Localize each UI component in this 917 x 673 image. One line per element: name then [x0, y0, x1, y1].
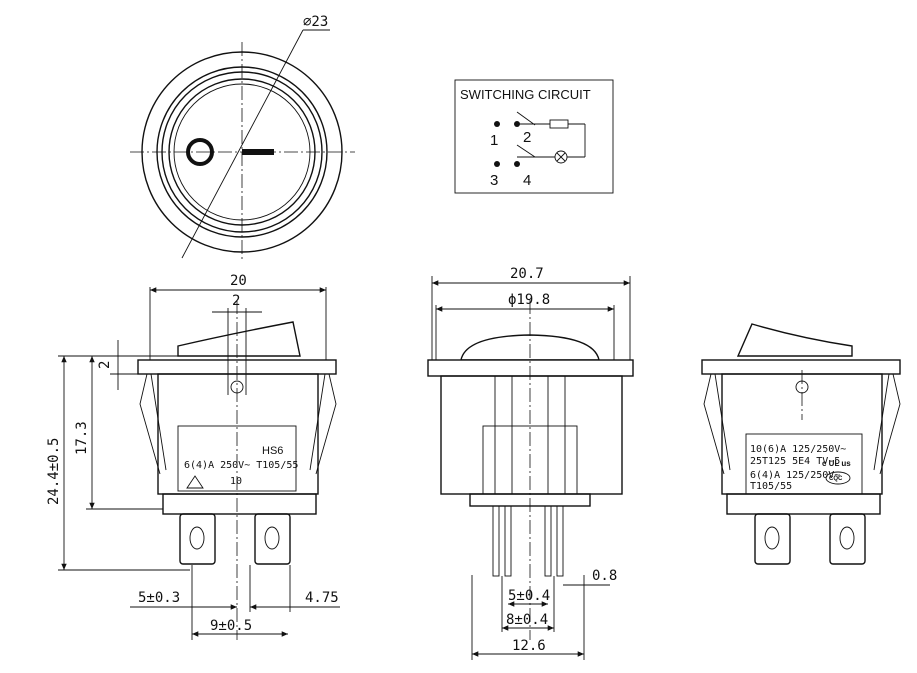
switching-circuit-title: SWITCHING CIRCUIT	[460, 87, 591, 102]
on-symbol	[242, 149, 274, 155]
front-body-height-label: 17.3	[74, 421, 90, 455]
ground-triangle-icon	[186, 475, 204, 489]
front-label-model: HS6	[262, 445, 283, 457]
front-width-label: 20	[230, 273, 247, 289]
side-bezel-width-label: 20.7	[510, 266, 544, 282]
switching-circuit: SWITCHING CIRCUIT 1 2 3 4	[454, 79, 614, 194]
diameter-label: ⌀23	[303, 14, 328, 30]
off-symbol	[186, 138, 214, 166]
terminal-1-label: 1	[490, 132, 498, 149]
side-overall-label: 12.6	[512, 638, 546, 654]
side-pin-pitch-outer-label: 8±0.4	[506, 612, 548, 628]
rear-view: 10(6)A 125/250V~ 25T125 5E4 TV-5 6(4)A 1…	[701, 323, 901, 565]
front-label-mark: 10	[230, 476, 242, 487]
ul-mark-icon: c UL us	[822, 459, 851, 468]
front-tab-width-label: 4.75	[305, 590, 339, 606]
front-pin-width-label: 2	[232, 293, 240, 309]
front-tab-pitch-label: 5±0.3	[138, 590, 180, 606]
terminal-4-label: 4	[523, 172, 531, 189]
rear-label-line2: 25T125 5E4 TV-5	[750, 456, 840, 467]
rear-label-line4: T105/55	[750, 481, 792, 492]
top-view: ⌀23	[130, 14, 355, 262]
terminal-3-label: 3	[490, 172, 498, 189]
rear-label-line1: 10(6)A 125/250V~	[750, 444, 846, 455]
cqc-mark-icon: CQC	[829, 476, 843, 482]
front-step-label: 2	[97, 361, 113, 369]
terminal-2-label: 2	[523, 129, 531, 146]
front-view: HS6 6(4)A 250V~ T105/55 10 20 2 2 24.4	[46, 273, 340, 640]
front-spacing-label: 9±0.5	[210, 618, 252, 634]
front-label-rating: 6(4)A 250V~ T105/55	[184, 460, 298, 471]
side-pin-pitch-inner-label: 5±0.4	[508, 588, 550, 604]
side-cap-diameter-label: ϕ19.8	[508, 292, 550, 308]
side-view: 20.7 ϕ19.8 0.8 5±0.4 8±0.4 12.6	[427, 266, 634, 660]
front-total-height-label: 24.4±0.5	[46, 438, 62, 505]
rear-label-line3: 6(4)A 125/250V~	[750, 470, 840, 481]
side-pin-thickness-label: 0.8	[592, 568, 617, 584]
